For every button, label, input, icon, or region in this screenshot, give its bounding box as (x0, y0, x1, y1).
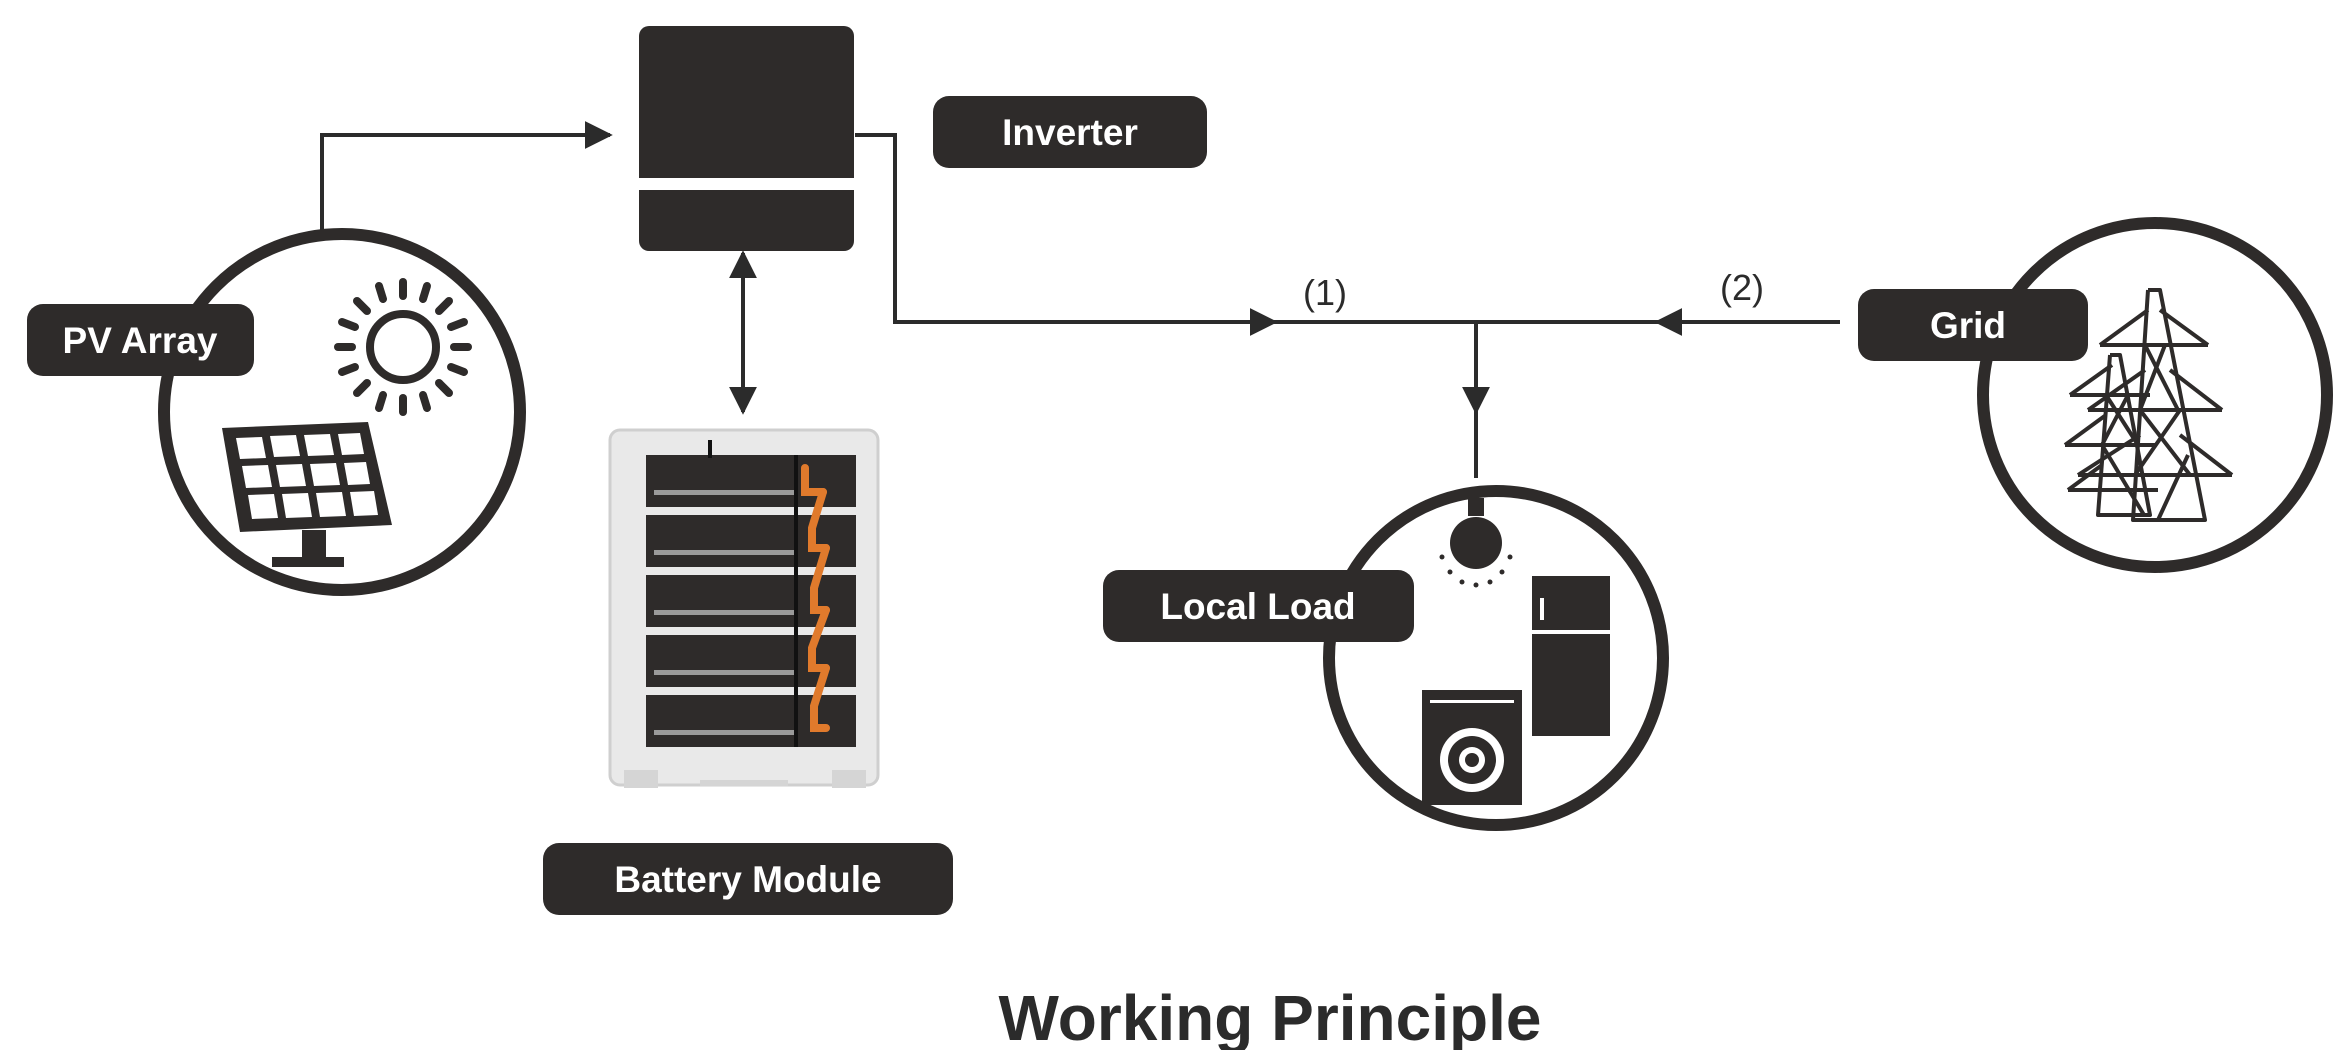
local-load-label-pill (1103, 570, 1414, 642)
inverter-label: Inverter (1002, 112, 1138, 153)
inverter-icon (639, 26, 854, 251)
local-load-node: Local Load (1103, 485, 1669, 831)
battery-module-label-pill (543, 843, 953, 915)
pv-array-label-pill (27, 304, 254, 376)
pv-array-circle (158, 228, 526, 596)
diagram-title: Working Principle (999, 982, 1542, 1050)
grid-node: Grid (1858, 217, 2333, 573)
battery-module-label: Battery Module (614, 859, 881, 900)
connection-lines (320, 121, 1840, 478)
pv-array-label: PV Array (63, 320, 218, 361)
local-load-circle (1323, 485, 1669, 831)
flow-label-1: (1) (1303, 272, 1347, 313)
battery-rack-icon (608, 428, 880, 788)
battery-module-node: Battery Module (543, 428, 953, 915)
pv-array-node: PV Array (27, 228, 526, 596)
light-bulb-icon (1439, 498, 1513, 588)
grid-label: Grid (1930, 305, 2006, 346)
inverter-label-pill (933, 96, 1207, 168)
local-load-label: Local Load (1160, 586, 1355, 627)
pv-to-inverter-line (320, 121, 613, 235)
inverter-to-load-line (855, 133, 1278, 336)
solar-panel-icon (222, 422, 392, 567)
transmission-tower-icon (2063, 288, 2234, 522)
inverter-node: Inverter (639, 26, 1207, 251)
sun-icon (334, 278, 472, 416)
battery-units (646, 440, 856, 747)
grid-circle (1977, 217, 2333, 573)
refrigerator-icon (1532, 576, 1610, 736)
grid-label-pill (1858, 289, 2088, 361)
washing-machine-icon (1422, 690, 1522, 805)
battery-cables (801, 464, 830, 732)
flow-label-2: (2) (1720, 267, 1764, 308)
